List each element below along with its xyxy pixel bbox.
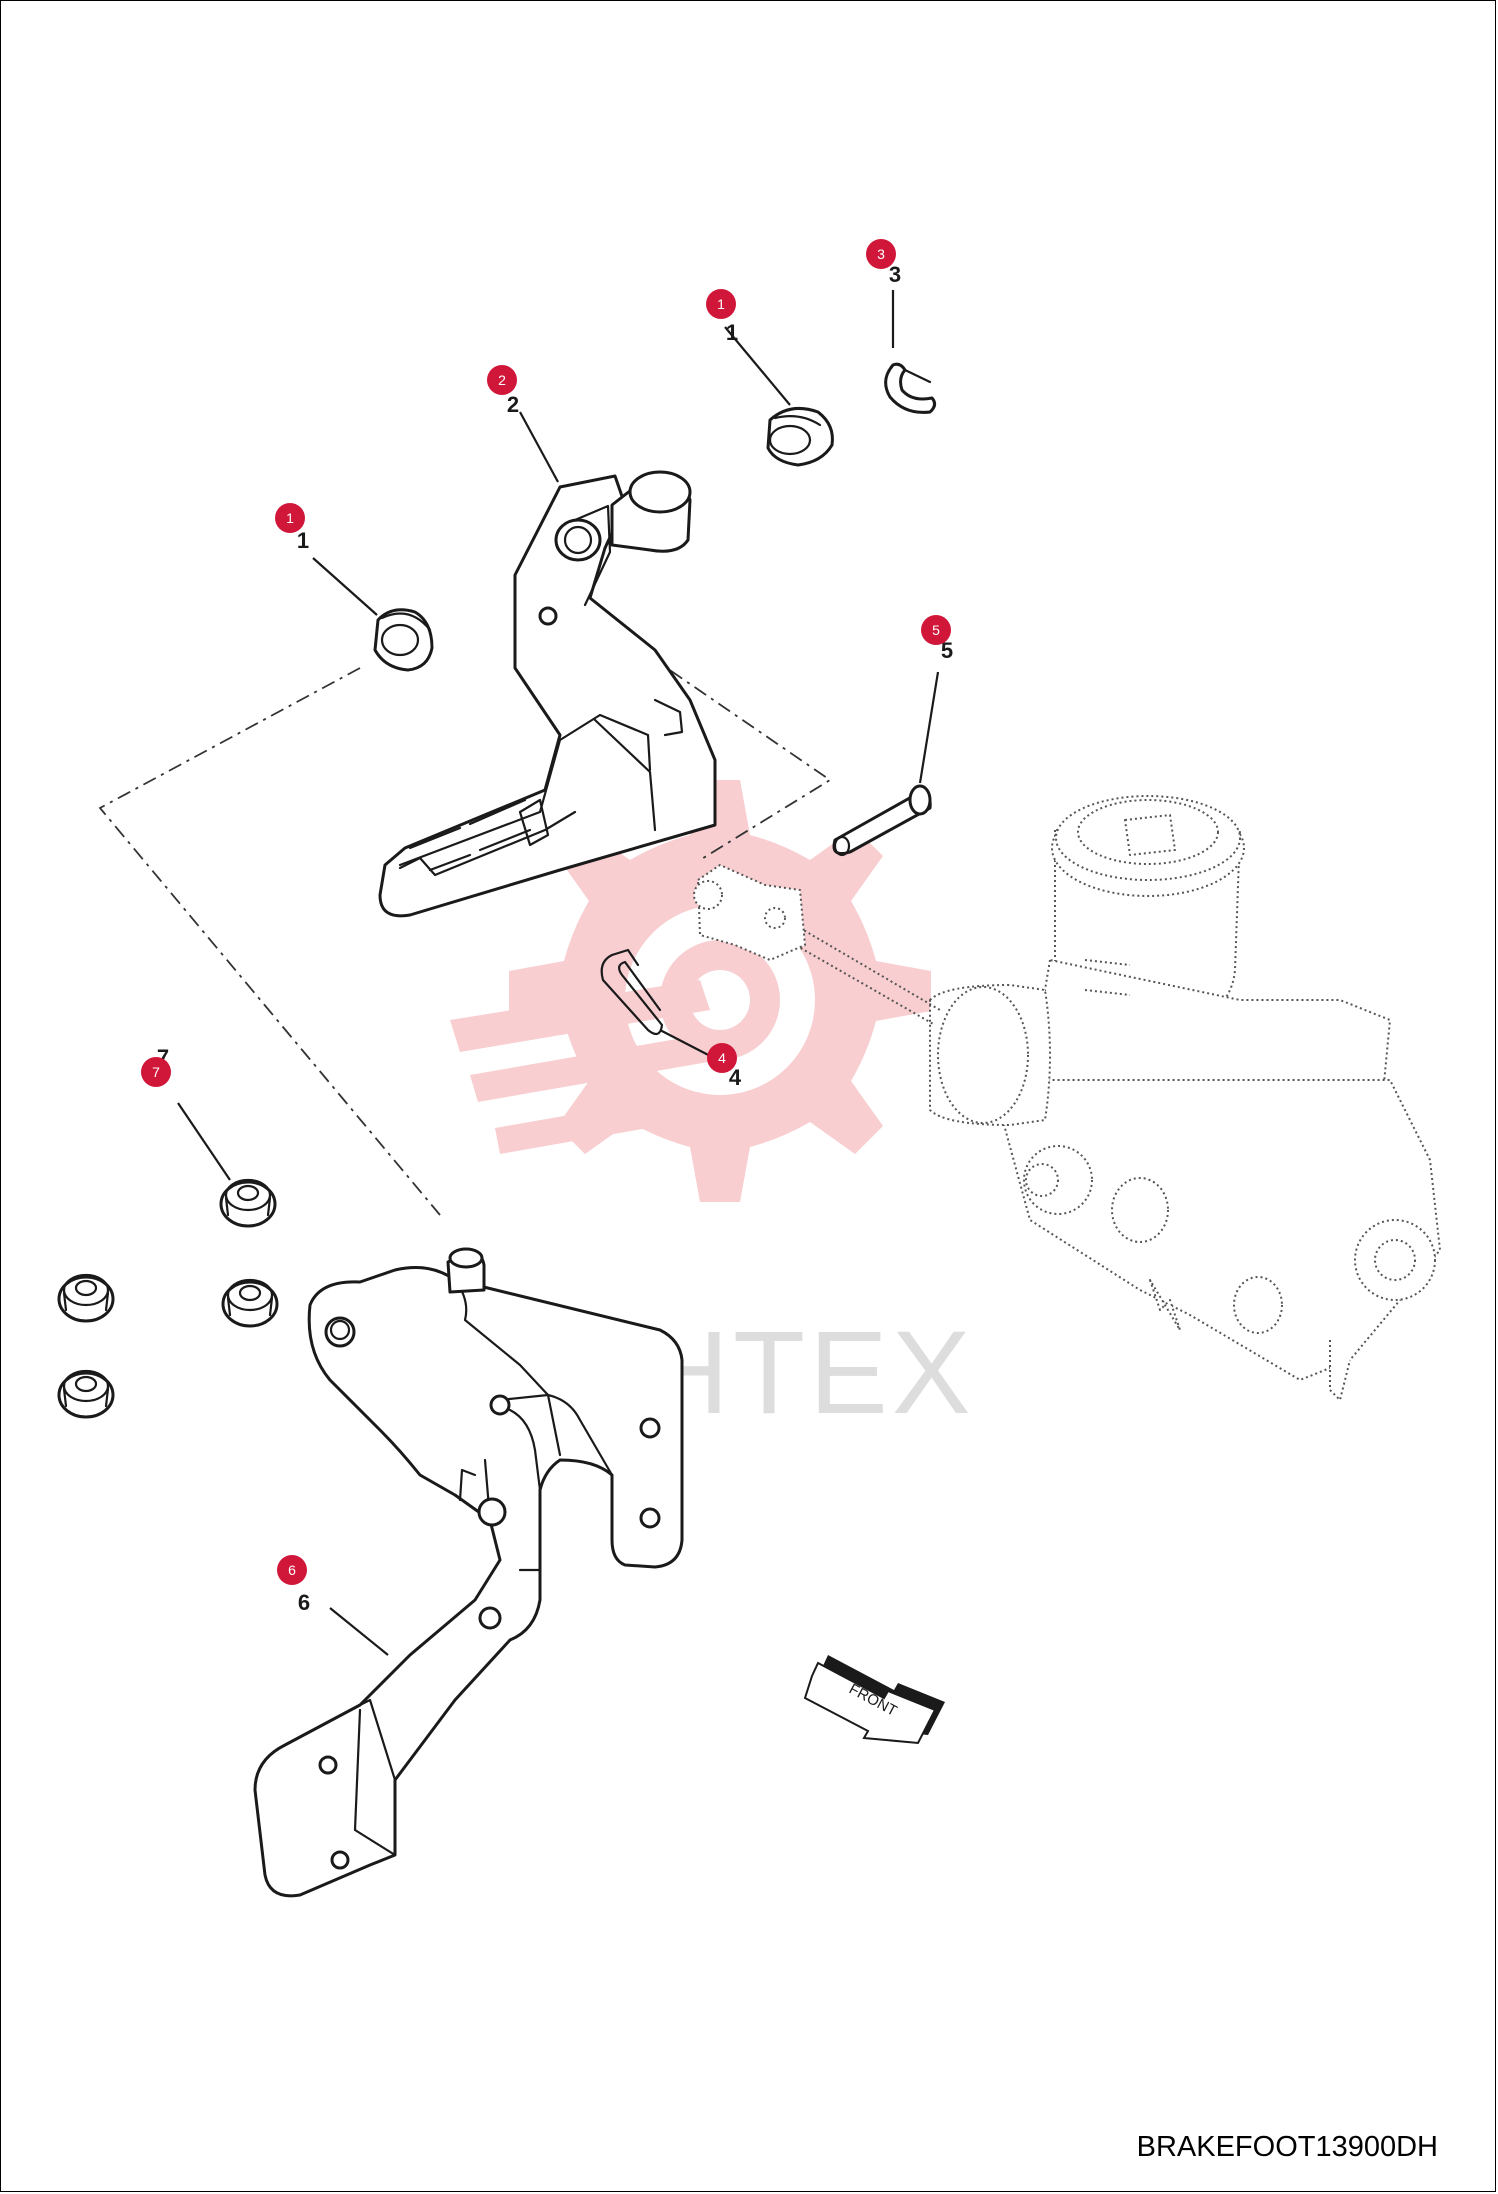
svg-text:2: 2 <box>498 372 506 388</box>
svg-text:1: 1 <box>286 510 294 526</box>
leader-1-top <box>724 326 791 406</box>
master-cylinder <box>693 795 1441 1401</box>
assembly-centerline-right <box>574 604 832 861</box>
front-direction-arrow-icon: FRONT <box>803 1655 945 1745</box>
flange-nut-1 <box>219 1178 277 1228</box>
svg-text:1: 1 <box>717 296 725 312</box>
callout-3: 3 <box>866 239 896 269</box>
callout-1-top: 1 <box>706 289 736 319</box>
bushing-left <box>373 608 434 672</box>
gear-logo-icon <box>450 780 931 1202</box>
svg-text:6: 6 <box>298 1590 310 1615</box>
pivot-pin <box>832 784 932 857</box>
leader-5 <box>918 671 940 784</box>
part-number-marks: 1 3 2 1 5 4 7 6 <box>157 262 953 1615</box>
callout-7: 7 <box>141 1057 171 1087</box>
callout-1-left: 1 <box>275 503 305 533</box>
bushing-top <box>766 406 834 467</box>
cotter-pin <box>600 948 664 1036</box>
flange-nut-4 <box>57 1369 115 1419</box>
svg-text:3: 3 <box>877 246 885 262</box>
svg-text:3: 3 <box>889 262 901 287</box>
leader-1-left <box>312 557 378 616</box>
leader-6 <box>329 1607 389 1656</box>
callout-6: 6 <box>277 1555 307 1585</box>
callout-2: 2 <box>487 365 517 395</box>
svg-text:2: 2 <box>507 392 519 417</box>
svg-text:7: 7 <box>152 1064 160 1080</box>
leader-2 <box>519 411 559 483</box>
flange-nut-2 <box>57 1273 115 1323</box>
svg-text:4: 4 <box>729 1065 742 1090</box>
flange-nut-3 <box>221 1278 279 1328</box>
brake-pedal <box>378 470 717 918</box>
svg-text:5: 5 <box>932 622 940 638</box>
callout-5: 5 <box>921 615 951 645</box>
svg-text:5: 5 <box>941 638 953 663</box>
pedal-mounting-bracket <box>253 1247 684 1898</box>
callout-4: 4 <box>707 1043 737 1073</box>
svg-text:6: 6 <box>288 1562 296 1578</box>
assembly-centerline-left <box>98 667 441 1216</box>
drawing-code: BRAKEFOOT13900DH <box>1136 2131 1438 2163</box>
svg-text:4: 4 <box>718 1050 726 1066</box>
svg-text:1: 1 <box>297 528 309 553</box>
e-clip <box>884 362 937 414</box>
svg-text:1: 1 <box>726 320 738 345</box>
leader-7 <box>177 1102 231 1181</box>
